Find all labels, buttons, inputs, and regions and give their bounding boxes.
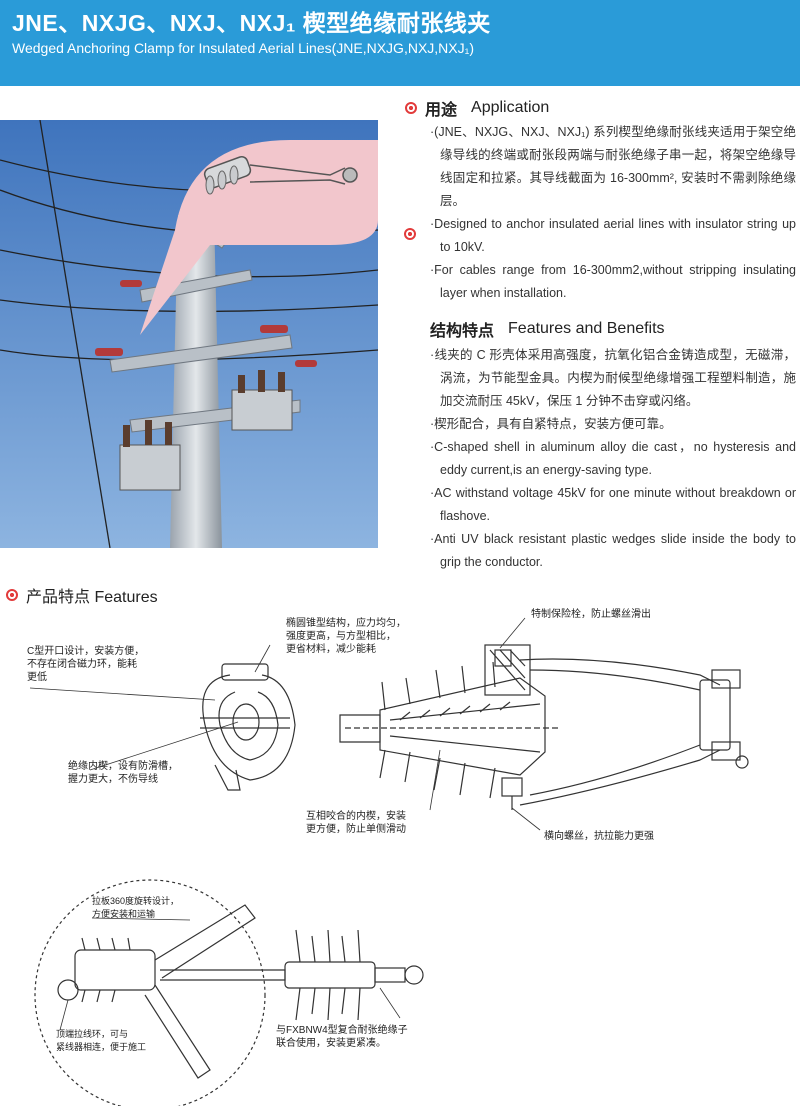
benefits-paragraph: ·C-shaped shell in aluminum alloy die ca… — [430, 440, 796, 477]
benefits-paragraph: ·楔形配合，具有自紧特点，安装方便可靠。 — [430, 417, 672, 431]
application-heading: 用途 Application — [405, 96, 549, 120]
clamp-technical-drawing — [29, 617, 749, 1106]
label-c-opening: C型开口设计，安装方便， 不存在闭合磁力环，能耗 更低 — [27, 646, 145, 683]
application-paragraph: ·Designed to anchor insulated aerial lin… — [430, 217, 796, 254]
red-bullet-icon — [405, 102, 417, 114]
title-en: Wedged Anchoring Clamp for Insulated Aer… — [12, 40, 474, 56]
title-cn: JNE、NXJG、NXJ、NXJ₁ 楔型绝缘耐张线夹 — [12, 10, 491, 36]
benefits-text: ·线夹的 C 形壳体采用高强度，抗氧化铝合金铸造成型，无磁滞，涡流，为节能型金具… — [430, 344, 796, 574]
benefits-paragraph: ·AC withstand voltage 45kV for one minut… — [430, 486, 796, 523]
label-ellipse-cone: 椭圆锥型结构，应力均匀， 强度更高，与方型相比， 更省材料，减少能耗 — [286, 618, 406, 655]
page-header: JNE、NXJG、NXJ、NXJ₁ 楔型绝缘耐张线夹 Wedged Anchor… — [0, 0, 800, 86]
benefits-paragraph: ·线夹的 C 形壳体采用高强度，抗氧化铝合金铸造成型，无磁滞，涡流，为节能型金具… — [430, 348, 796, 408]
application-title-cn: 用途 — [425, 102, 458, 119]
label-cross-screw: 横向螺丝，抗拉能力更强 — [544, 831, 654, 842]
features-diagram: C型开口设计，安装方便， 不存在闭合磁力环，能耗 更低 椭圆锥型结构，应力均匀，… — [0, 600, 800, 1106]
application-title-en: Application — [471, 99, 550, 116]
features-title: 产品特点 Features — [26, 589, 158, 606]
label-inner-wedge: 绝缘内楔，设有防滑槽， 握力更大，不伤导线 — [68, 761, 178, 785]
label-end-ring: 顶端拉线环，可与 紧线器相连，便于施工 — [56, 1029, 147, 1052]
label-plate-rotate: 拉板360度旋转设计， 方便安装和运输 — [92, 896, 180, 919]
benefits-paragraph: ·Anti UV black resistant plastic wedges … — [430, 532, 796, 569]
label-interlock: 互相咬合的内楔，安装 更方便，防止单侧滑动 — [306, 811, 406, 835]
benefits-heading: 结构特点 Features and Benefits — [430, 317, 665, 341]
benefits-title-en: Features and Benefits — [508, 320, 665, 337]
application-paragraph: ·(JNE、NXJG、NXJ、NXJ₁) 系列楔型绝缘耐张线夹适用于架空绝缘导线… — [430, 125, 796, 208]
application-paragraph: ·For cables range from 16-300mm2,without… — [430, 263, 796, 300]
application-text: ·(JNE、NXJG、NXJ、NXJ₁) 系列楔型绝缘耐张线夹适用于架空绝缘导线… — [430, 121, 796, 305]
label-safety-bolt: 特制保险栓，防止螺丝滑出 — [531, 609, 651, 620]
label-insulator: 与FXBNW4型复合耐张绝缘子 联合使用，安装更紧凑。 — [276, 1025, 408, 1049]
benefits-title-cn: 结构特点 — [430, 323, 495, 340]
red-bullet-icon — [6, 589, 18, 601]
utility-pole-illustration — [0, 120, 378, 548]
red-bullet-icon — [404, 228, 416, 240]
features-heading: 产品特点 Features — [6, 583, 158, 607]
product-photo — [0, 120, 378, 548]
